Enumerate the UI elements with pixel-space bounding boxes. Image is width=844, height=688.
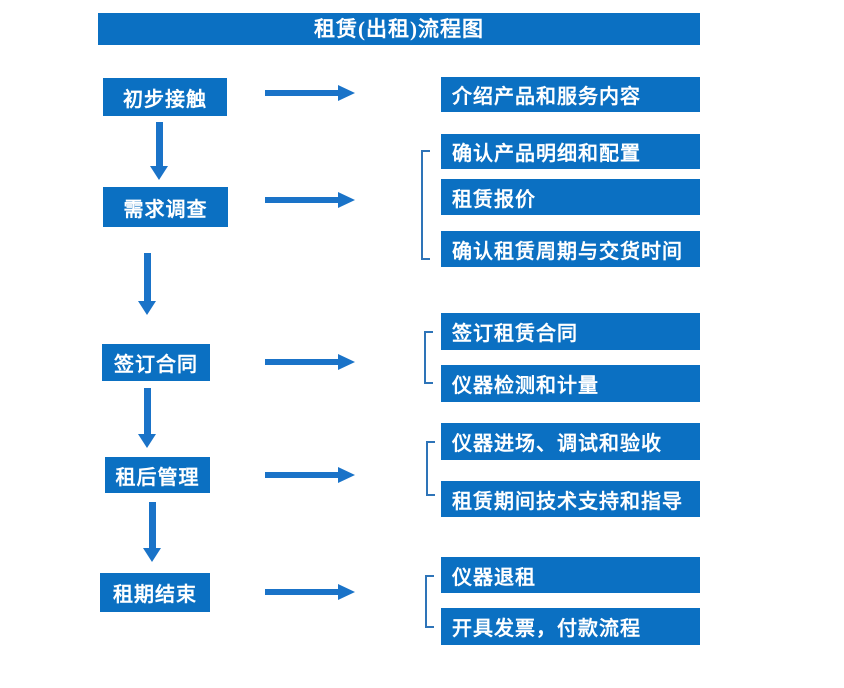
- down-arrow-step1-step2: [150, 122, 168, 180]
- right-arrow-step2: [265, 192, 355, 208]
- right-arrow-step1: [265, 85, 355, 101]
- arrow-head: [143, 548, 161, 562]
- group-bracket-step2: [421, 150, 430, 260]
- down-arrow-step3-step4: [138, 388, 156, 448]
- arrow-shaft: [155, 122, 163, 166]
- output-box-invoice-payment: 开具发票，付款流程: [441, 608, 700, 645]
- arrow-shaft: [265, 589, 338, 595]
- step-box-initial-contact: 初步接触: [103, 78, 227, 116]
- step-box-demand-survey: 需求调查: [103, 187, 228, 227]
- arrow-shaft: [143, 253, 151, 301]
- output-box-confirm-rental-period: 确认租赁周期与交货时间: [441, 231, 700, 267]
- right-arrow-step5: [265, 584, 355, 600]
- arrow-shaft: [265, 359, 338, 365]
- arrow-shaft: [148, 502, 156, 548]
- down-arrow-step2-step3: [138, 253, 156, 315]
- arrow-head: [150, 166, 168, 180]
- output-box-confirm-product-details: 确认产品明细和配置: [441, 134, 700, 169]
- output-box-instrument-testing: 仪器检测和计量: [441, 365, 700, 402]
- group-bracket-step4: [426, 441, 435, 496]
- step-box-post-rental-management: 租后管理: [105, 457, 210, 493]
- arrow-shaft: [265, 472, 338, 478]
- arrow-head: [338, 85, 355, 101]
- arrow-head: [338, 192, 355, 208]
- arrow-head: [338, 467, 355, 483]
- step-box-rental-end: 租期结束: [100, 573, 210, 612]
- output-box-sign-rental-contract: 签订租赁合同: [441, 313, 700, 350]
- arrow-head: [338, 584, 355, 600]
- group-bracket-step5: [425, 575, 434, 628]
- flowchart-title: 租赁(出租)流程图: [98, 13, 700, 45]
- output-box-instrument-setup: 仪器进场、调试和验收: [441, 423, 700, 460]
- output-box-intro-products: 介绍产品和服务内容: [441, 77, 700, 112]
- output-box-rental-quote: 租赁报价: [441, 179, 700, 215]
- output-box-tech-support: 租赁期间技术支持和指导: [441, 481, 700, 517]
- arrow-head: [338, 354, 355, 370]
- arrow-shaft: [143, 388, 151, 434]
- step-box-sign-contract: 签订合同: [102, 344, 210, 381]
- arrow-shaft: [265, 197, 338, 203]
- group-bracket-step3: [424, 331, 433, 384]
- right-arrow-step3: [265, 354, 355, 370]
- output-box-instrument-return: 仪器退租: [441, 557, 700, 593]
- arrow-head: [138, 301, 156, 315]
- right-arrow-step4: [265, 467, 355, 483]
- down-arrow-step4-step5: [143, 502, 161, 562]
- arrow-head: [138, 434, 156, 448]
- arrow-shaft: [265, 90, 338, 96]
